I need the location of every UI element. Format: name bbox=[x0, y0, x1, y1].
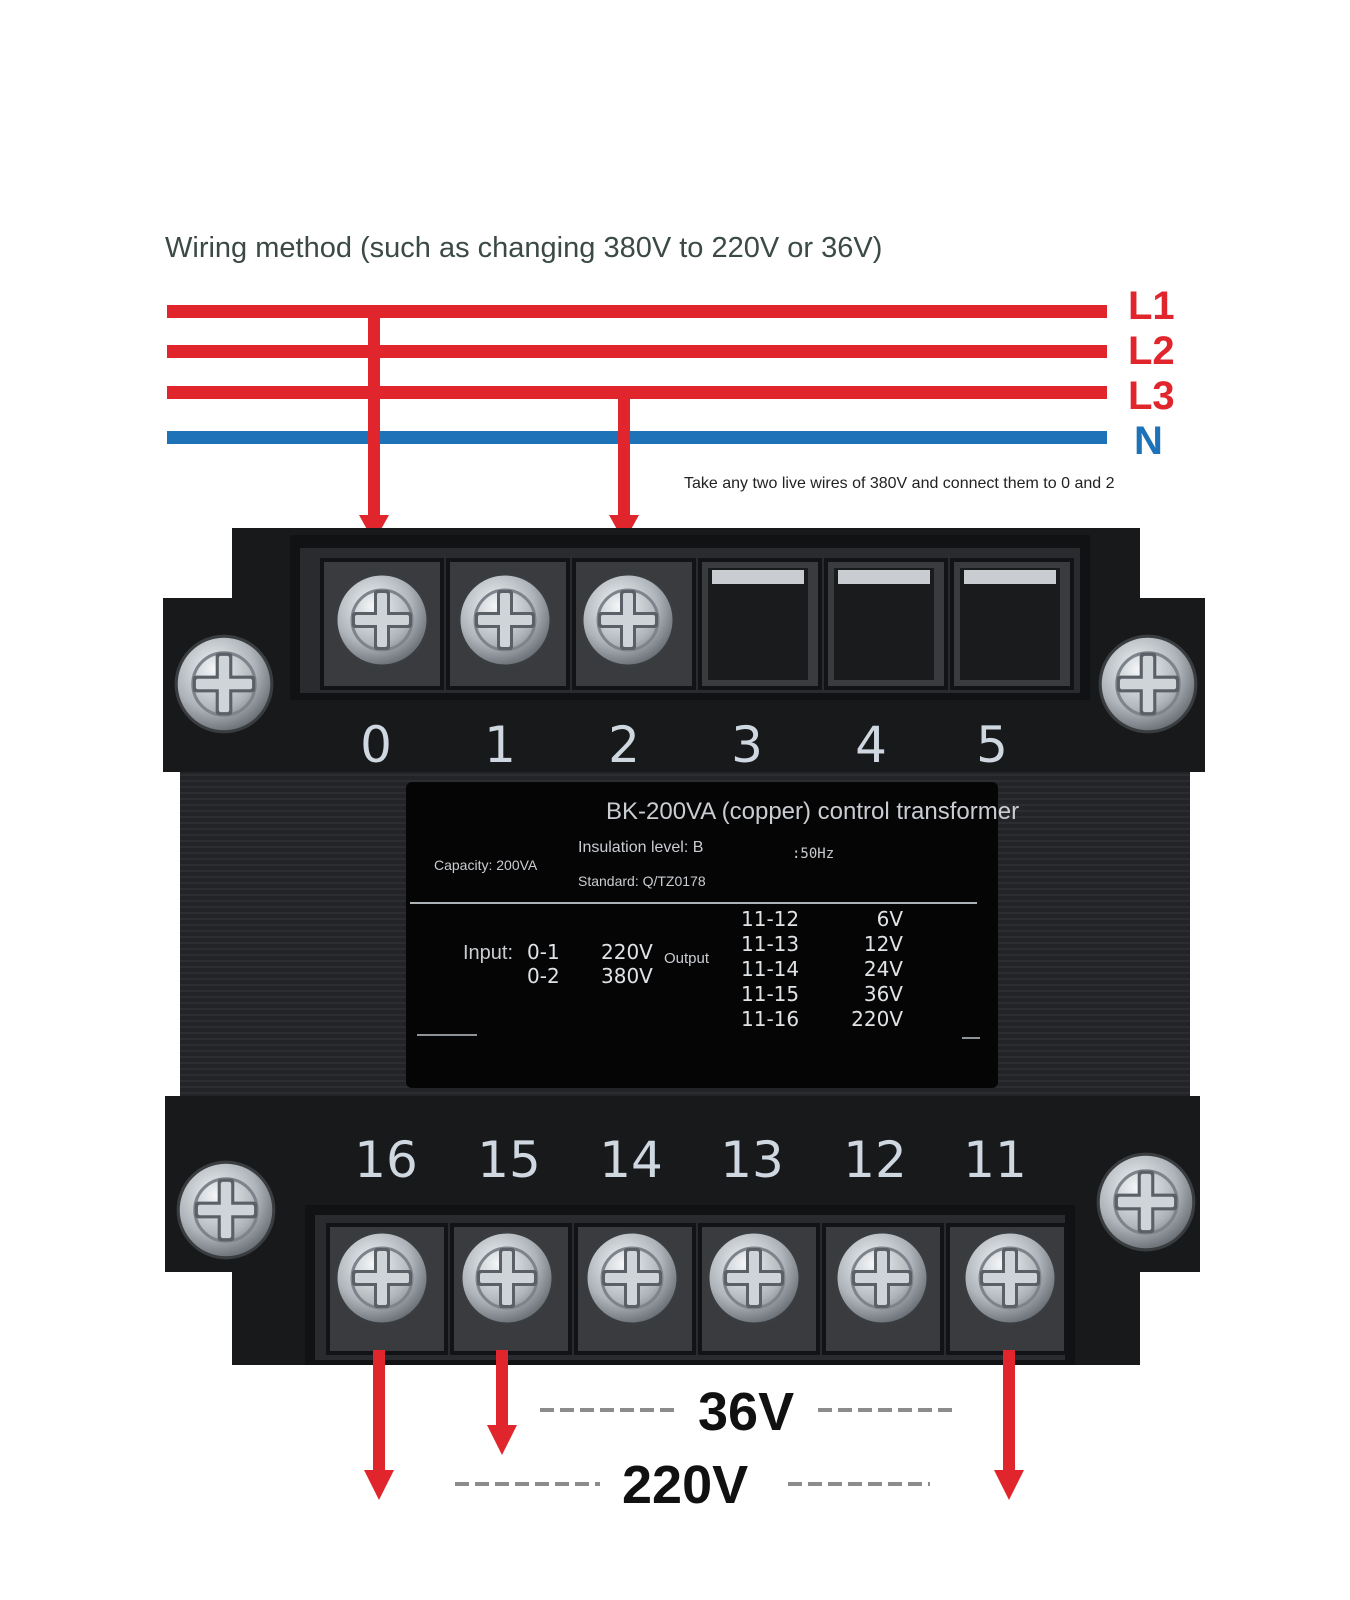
nameplate-capacity: Capacity: 200VA bbox=[434, 857, 538, 873]
line-l2 bbox=[167, 345, 1107, 358]
nameplate-input-label: Input: bbox=[463, 942, 514, 964]
output-voltage: 6V bbox=[876, 907, 903, 931]
mount-screw-bottom-right-icon bbox=[1096, 1152, 1196, 1252]
arrow-from-terminal-11 bbox=[1003, 1350, 1015, 1475]
output-voltage: 220V bbox=[851, 1007, 903, 1031]
mount-screw-top-left-icon bbox=[174, 634, 274, 734]
terminal-11-screw-icon bbox=[962, 1230, 1058, 1326]
top-terminal-number: 0 bbox=[360, 716, 392, 774]
top-terminal-number: 4 bbox=[855, 716, 887, 774]
top-terminal-screws bbox=[334, 572, 676, 668]
output-terminals: 11-14 bbox=[741, 957, 800, 981]
line-label-l2: L2 bbox=[1128, 329, 1175, 373]
arrow-to-terminal-2 bbox=[618, 386, 630, 520]
nameplate-standard: Standard: Q/TZ0178 bbox=[578, 873, 706, 889]
mount-screw-top-right-icon bbox=[1098, 634, 1198, 734]
output-terminals: 11-15 bbox=[741, 982, 800, 1006]
input-terminals: 0-1 bbox=[527, 940, 560, 964]
bottom-terminal-number: 13 bbox=[720, 1131, 784, 1189]
terminal-4-empty bbox=[834, 568, 934, 680]
output-voltage: 12V bbox=[863, 932, 903, 956]
wiring-note: Take any two live wires of 380V and conn… bbox=[684, 475, 1115, 492]
output-voltage-220v: 220V bbox=[622, 1455, 749, 1515]
arrow-from-terminal-15 bbox=[496, 1350, 508, 1430]
line-label-l1: L1 bbox=[1128, 284, 1175, 328]
output-terminals: 11-13 bbox=[741, 932, 800, 956]
mount-screw-bottom-left-icon bbox=[176, 1160, 276, 1260]
input-terminals: 0-2 bbox=[527, 964, 560, 988]
line-label-l3: L3 bbox=[1128, 374, 1175, 418]
terminal-13-screw-icon bbox=[706, 1230, 802, 1326]
output-voltage-36v: 36V bbox=[698, 1382, 795, 1442]
terminal-12-screw-icon bbox=[834, 1230, 930, 1326]
nameplate-frequency: :50Hz bbox=[792, 846, 835, 862]
output-voltage: 24V bbox=[863, 957, 903, 981]
top-terminal-number: 5 bbox=[976, 716, 1008, 774]
terminal-16-screw-icon bbox=[334, 1230, 430, 1326]
line-l1 bbox=[167, 305, 1107, 318]
output-voltage: 36V bbox=[863, 982, 903, 1006]
terminal-5-empty bbox=[960, 568, 1060, 680]
input-voltage: 380V bbox=[601, 964, 653, 988]
top-terminal-number: 3 bbox=[731, 716, 763, 774]
nameplate bbox=[406, 782, 998, 1088]
top-terminal-number: 1 bbox=[484, 716, 516, 774]
output-terminals: 11-12 bbox=[741, 907, 800, 931]
bottom-terminal-number: 11 bbox=[963, 1131, 1027, 1189]
input-voltage: 220V bbox=[601, 940, 653, 964]
terminal-1-screw-icon bbox=[457, 572, 553, 668]
bottom-terminal-number: 14 bbox=[599, 1131, 663, 1189]
line-label-n: N bbox=[1134, 419, 1163, 463]
nameplate-title: BK-200VA (copper) control transformer bbox=[606, 798, 1020, 825]
terminal-0-screw-icon bbox=[334, 572, 430, 668]
arrow-to-terminal-0 bbox=[368, 305, 380, 520]
input-arrows bbox=[359, 305, 639, 542]
line-l3 bbox=[167, 386, 1107, 399]
nameplate-output-label: Output bbox=[664, 950, 710, 967]
line-n bbox=[167, 431, 1107, 444]
output-terminals: 11-16 bbox=[741, 1007, 800, 1031]
bottom-terminal-number: 16 bbox=[354, 1131, 418, 1189]
bottom-terminal-number: 12 bbox=[843, 1131, 907, 1189]
terminal-2-screw-icon bbox=[580, 572, 676, 668]
terminal-14-screw-icon bbox=[584, 1230, 680, 1326]
diagram-title: Wiring method (such as changing 380V to … bbox=[165, 232, 883, 264]
voltage-dashes bbox=[455, 1408, 958, 1486]
terminal-15-screw-icon bbox=[459, 1230, 555, 1326]
arrow-from-terminal-16 bbox=[373, 1350, 385, 1475]
bottom-terminal-number: 15 bbox=[477, 1131, 541, 1189]
terminal-3-empty bbox=[708, 568, 808, 680]
output-arrows bbox=[364, 1350, 1024, 1500]
supply-lines bbox=[167, 305, 1107, 444]
top-terminal-number: 2 bbox=[608, 716, 640, 774]
nameplate-insulation: Insulation level: B bbox=[578, 839, 704, 856]
